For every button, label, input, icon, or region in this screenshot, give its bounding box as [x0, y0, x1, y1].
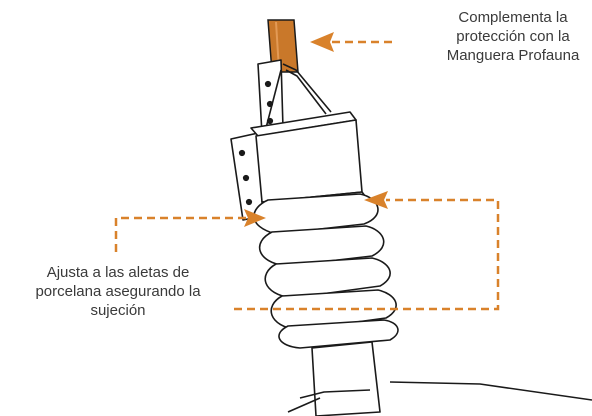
- callout-hose-line: Complementa la: [458, 9, 568, 26]
- arrow-left-icon: [364, 191, 388, 209]
- porcelain-insulator: [253, 193, 592, 416]
- arrow-right-icon: [244, 209, 266, 227]
- callout-fins-line: Ajusta a las aletas de: [46, 264, 190, 281]
- callout-hose: Complementa la protección con la Manguer…: [438, 8, 588, 65]
- callout-fins-line: sujeción: [90, 302, 146, 319]
- callout-hose-line: Manguera Profauna: [446, 47, 580, 64]
- leader-right: [234, 191, 500, 311]
- callout-hose-line: protección con la: [456, 28, 570, 45]
- leader-left: [114, 209, 266, 252]
- callout-fins-line: porcelana asegurando la: [35, 283, 201, 300]
- protector-clamp: [230, 59, 369, 221]
- leader-top: [310, 32, 392, 52]
- callout-porcelain-fins: Ajusta a las aletas de porcelana asegura…: [2, 263, 234, 320]
- arrow-left-icon: [310, 32, 334, 52]
